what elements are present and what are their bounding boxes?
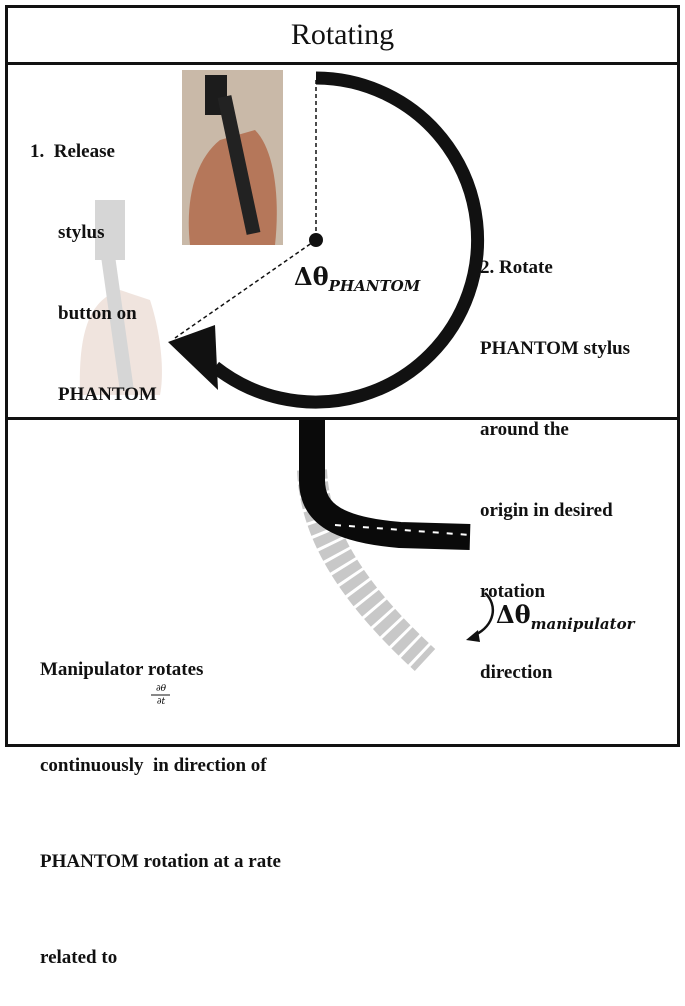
origin-dot <box>309 233 323 247</box>
step1-text: 1. Release stylus button on PHANTOM <box>30 84 157 435</box>
manipulator <box>299 420 471 550</box>
manipulator-rotation-arrow <box>474 592 495 637</box>
diagram-frame: Rotating <box>5 5 680 747</box>
diagram-graphics <box>79 70 495 696</box>
description-line: continuously in direction of <box>40 755 267 776</box>
rotation-arc-arrow <box>210 71 485 409</box>
step2-line: origin in desired <box>480 500 613 521</box>
description-line: related to <box>40 947 118 968</box>
step1-line: 1. Release <box>30 141 115 162</box>
step2-line: 2. Rotate <box>480 257 553 278</box>
angle-symbol: Δθ <box>496 600 531 629</box>
step2-text: 2. Rotate PHANTOM stylus around the orig… <box>480 200 630 713</box>
rate-denominator: ∂t <box>156 697 166 707</box>
rate-numerator: ∂θ <box>155 684 167 694</box>
manipulator-angle-label: Δθmanipulator <box>496 600 634 633</box>
step1-line: button on <box>58 303 137 324</box>
panel-divider <box>8 417 677 420</box>
step2-line: around the <box>480 419 569 440</box>
diagram-title: Rotating <box>8 8 677 65</box>
faded-manipulator <box>297 468 436 672</box>
step2-line: rotation <box>480 581 546 602</box>
step1-line: PHANTOM <box>58 384 157 405</box>
rotated-reference-line <box>174 239 317 339</box>
step2-line: PHANTOM stylus <box>480 338 631 359</box>
angle-subscript: manipulator <box>530 614 635 633</box>
phantom-angle-label: ΔθPHANTOM <box>294 262 420 295</box>
step1-line: stylus <box>58 222 105 243</box>
description-line: Manipulator rotates <box>40 659 204 680</box>
step2-line: direction <box>480 662 553 683</box>
manipulator-description: Manipulator rotates continuously in dire… <box>40 590 281 1006</box>
description-line: PHANTOM rotation at a rate <box>40 851 281 872</box>
hand-photo <box>182 70 283 245</box>
angle-subscript: PHANTOM <box>328 276 421 295</box>
arrowhead-icon <box>168 325 218 390</box>
faded-hand-photo <box>79 200 162 395</box>
angle-symbol: Δθ <box>294 262 329 291</box>
